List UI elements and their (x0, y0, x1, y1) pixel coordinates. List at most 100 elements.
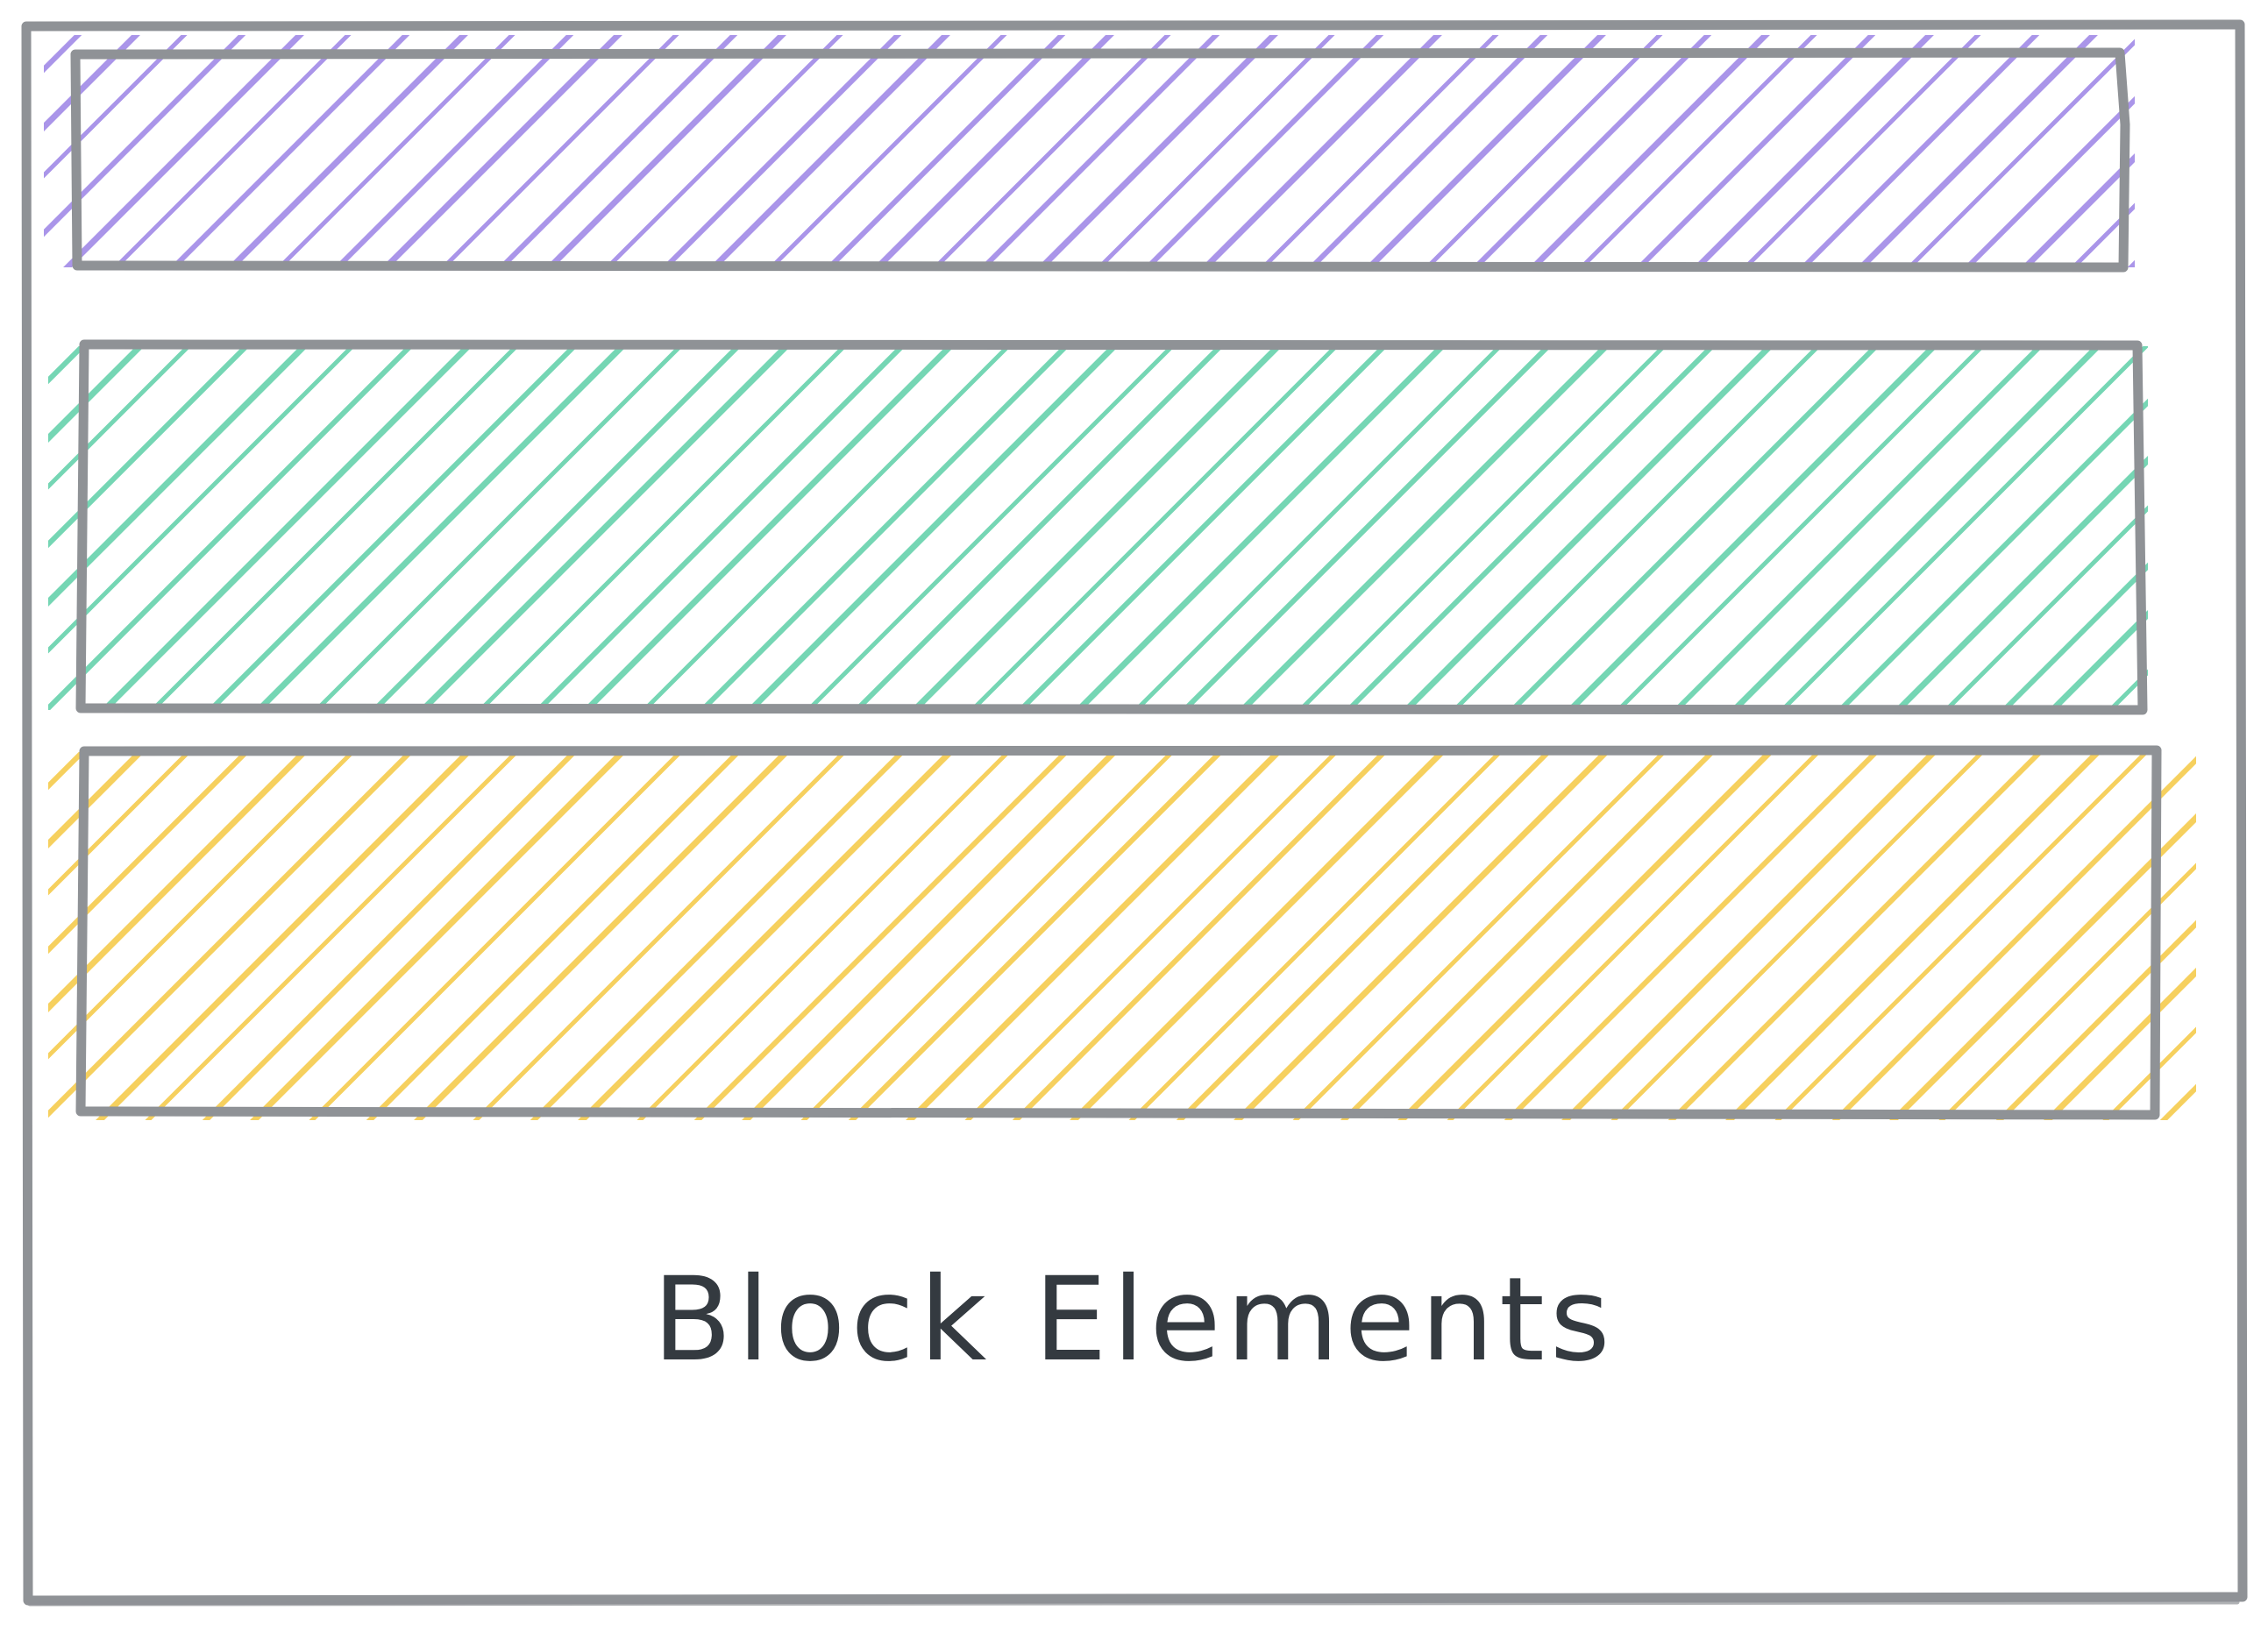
block-yellow-hatch-line (1725, 752, 2102, 1120)
block-yellow-hatch-line (1610, 752, 1986, 1120)
block-purple-hatch-line (169, 35, 410, 267)
block-yellow-hatch-line (1070, 752, 1447, 1120)
block-green-hatch-line (1836, 398, 2148, 710)
block-yellow-hatch-line (1397, 752, 1774, 1120)
block-purple-hatch-line (1529, 35, 1770, 267)
block-purple-hatch-line (1742, 35, 1981, 267)
block-green-hatch-line (1074, 346, 1447, 710)
block-yellow-hatch-line (578, 752, 955, 1120)
block-yellow-hatch-line (848, 752, 1225, 1120)
block-purple-hatch-line (545, 35, 786, 267)
block-yellow-hatch-line (1995, 919, 2196, 1120)
block-green-hatch-line (1133, 346, 1504, 710)
block-yellow-hatch-line (250, 752, 627, 1120)
block-green-hatch-line (1180, 346, 1553, 710)
diagram-caption: Block Elements (652, 1252, 1616, 1387)
block-green-hatch-line (1402, 346, 1774, 710)
block-yellow-hatch-line (1234, 752, 1610, 1120)
block-purple-hatch-line (1201, 35, 1442, 267)
block-purple-hatch-line (2164, 25, 2268, 283)
block-yellow-hatch-line (1561, 752, 1938, 1120)
block-yellow-hatch-line (693, 752, 1070, 1120)
block-purple-hatch-line (1578, 35, 1817, 267)
block-green-hatch-line (206, 346, 579, 710)
block-green-hatch-line (582, 346, 955, 710)
block-green-hatch-line (746, 346, 1119, 710)
outer-frame (21, 19, 2248, 1607)
block-purple-hatch-line (932, 35, 1171, 267)
block-yellow-hatch-line (1938, 862, 2196, 1120)
block-yellow-hatch-line (1292, 752, 1667, 1120)
block-green-hatch-line (805, 346, 1176, 710)
block-yellow (48, 745, 2196, 1120)
block-green-hatch-line (1943, 505, 2148, 710)
block-purple-hatch-line (276, 35, 515, 267)
block-purple-hatch-line (661, 35, 902, 267)
block-green-hatch-line (1779, 346, 2148, 710)
block-purple-hatch-line (2070, 202, 2135, 267)
block-purple-hatch-line (1260, 35, 1499, 267)
block-purple-hatch-line (2021, 153, 2135, 267)
block-purple-hatch-line (44, 35, 188, 179)
block-green-hatch-line (48, 346, 192, 490)
block-purple-hatch-line (604, 35, 843, 267)
block-green-hatch-line (1730, 346, 2102, 710)
block-green-hatch-line (313, 346, 684, 710)
block-green-hatch-line (1894, 456, 2148, 710)
block-purple-hatch-line (1037, 35, 1278, 267)
block-purple-hatch-line (63, 35, 304, 267)
block-purple-hatch-line (768, 35, 1007, 267)
block-yellow-hatch-line (1128, 752, 1504, 1120)
block-yellow-hatch-line (1176, 752, 1553, 1120)
block-purple-hatch-line (1635, 35, 1876, 267)
block-purple-hatch-line (440, 35, 679, 267)
block-purple-hatch-line (497, 35, 738, 267)
block-green-hatch-line (100, 346, 473, 710)
block-yellow-hatch-line (530, 752, 906, 1120)
block-yellow-outline (75, 745, 2162, 1120)
block-green-hatch-line (1016, 346, 1389, 710)
block-yellow-hatch-line (742, 752, 1119, 1120)
block-purple-hatch-line (1096, 35, 1335, 267)
block-green-hatch-line (698, 346, 1070, 710)
block-yellow-hatch-line (1774, 752, 2150, 1120)
block-green-hatch-line (254, 346, 627, 710)
block-yellow-hatch-line (309, 752, 684, 1120)
block-purple-hatch-line (1963, 96, 2135, 267)
block-green-hatch-line (48, 346, 415, 710)
block-green-hatch-line (2000, 562, 2148, 710)
block-yellow-hatch-line (1889, 813, 2196, 1120)
block-green-hatch-line (852, 346, 1225, 710)
block-purple-hatch-line (1693, 35, 1934, 267)
block-purple-hatch-line (979, 35, 1220, 267)
block-yellow-hatch-line (145, 752, 520, 1120)
block-yellow-hatch-line (1447, 752, 1822, 1120)
block-green-hatch-line (2048, 610, 2148, 710)
block-green-hatch-line (1297, 346, 1667, 710)
block-yellow-hatch-line (1831, 756, 2196, 1120)
block-green-hatch-line (1238, 346, 1610, 710)
block-purple-hatching (44, 25, 2268, 283)
block-purple-hatch-line (227, 35, 468, 267)
block-purple (44, 25, 2268, 283)
block-green-hatch-line (2152, 336, 2268, 726)
block-yellow-hatch-line (1504, 752, 1881, 1120)
block-yellow-hatch-line (1012, 752, 1389, 1120)
block-yellow-hatch-line (2044, 968, 2196, 1120)
block-purple-hatch-line (1471, 35, 1712, 267)
block-green-hatch-line (370, 346, 743, 710)
block-green-hatch-line (418, 346, 791, 710)
block-purple-hatch-line (1307, 35, 1548, 267)
block-purple-hatch-line (709, 35, 950, 267)
block-yellow-hatch-line (906, 752, 1283, 1120)
block-purple-hatch-line (825, 35, 1066, 267)
block-yellow-hatch-line (48, 752, 309, 1012)
block-green-hatch-line (1566, 346, 1938, 710)
block-yellow-hatch-line (1667, 752, 2044, 1120)
block-purple-hatch-line (44, 35, 82, 74)
block-green-hatch-line (48, 346, 356, 654)
block-green (48, 336, 2268, 726)
block-green-hatch-line (48, 346, 309, 607)
block-purple-hatch-line (1799, 35, 2040, 267)
